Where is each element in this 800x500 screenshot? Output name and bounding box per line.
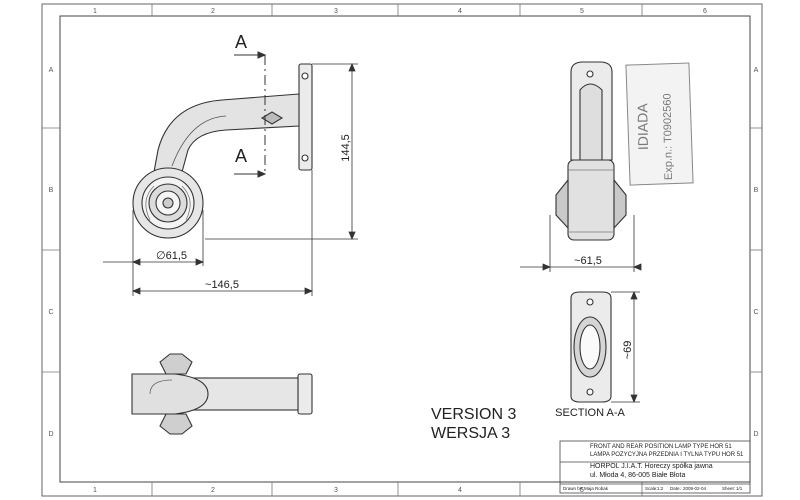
col-label-bottom-3: 3 (334, 487, 338, 494)
row-label-right-c: C (753, 309, 758, 316)
dim-side-width: ~61,5 (574, 255, 602, 267)
col-label-top-6: 6 (703, 8, 707, 15)
drawn-by-value: Maja Robak (584, 486, 609, 491)
col-label-bottom-5: 5 (580, 487, 584, 494)
company-address: ul. Młoda 4, 86-005 Białe Błota (590, 472, 686, 479)
col-label-top-2: 2 (211, 8, 215, 15)
dim-section-height: ~69 (622, 341, 634, 360)
col-label-bottom-1: 1 (93, 487, 97, 494)
col-label-top-3: 3 (334, 8, 338, 15)
row-label-left-a: A (49, 67, 54, 74)
col-label-top-5: 5 (580, 8, 584, 15)
zone-ticks (42, 4, 762, 496)
section-marker-bottom: A (235, 146, 247, 166)
version-en: VERSION 3 (431, 406, 517, 423)
dim-overall-width: ~146,5 (205, 279, 239, 291)
top-view (131, 353, 313, 435)
col-label-top-4: 4 (458, 8, 462, 15)
side-view (555, 61, 627, 241)
section-dimension-lines (611, 290, 640, 404)
company-name: HORPOL J.I.A.T. Horeczy spółka jawna (590, 463, 713, 470)
row-label-right-a: A (754, 67, 759, 74)
section-markers (234, 51, 267, 178)
drawn-by-label: Drawn by: (563, 486, 584, 491)
title-block-frame (559, 440, 751, 494)
row-label-left-c: C (48, 309, 53, 316)
section-view (570, 291, 612, 403)
title-pl: LAMPA POZYCYJNA PRZEDNIA I TYLNA TYPU HO… (590, 452, 744, 458)
row-label-left-b: B (49, 187, 54, 194)
title-en: FRONT AND REAR POSITION LAMP TYPE HOR 51 (590, 444, 732, 450)
section-marker-top: A (235, 32, 247, 52)
side-dimension-lines (520, 215, 642, 272)
stamp-line-1: IDIADA (634, 103, 651, 151)
date-value: 2009-02-04 (683, 486, 707, 491)
col-label-top-1: 1 (93, 8, 97, 15)
sheet-label: Sheet: (722, 486, 736, 491)
front-dimension-lines (103, 62, 358, 296)
section-label: SECTION A-A (555, 407, 625, 419)
scale-label: Scale: (645, 486, 658, 491)
idiada-stamp (625, 62, 694, 186)
front-view (132, 63, 313, 239)
scale-value: 1:2 (657, 486, 664, 491)
date-label: Date: (670, 486, 681, 491)
row-label-left-d: D (48, 431, 53, 438)
dim-height: 144,5 (340, 134, 352, 162)
row-label-right-b: B (754, 187, 759, 194)
sheet-value: 1/1 (736, 486, 743, 491)
col-label-bottom-4: 4 (458, 487, 462, 494)
row-label-right-d: D (753, 431, 758, 438)
inner-border (59, 15, 751, 483)
version-pl: WERSJA 3 (431, 425, 511, 442)
col-label-bottom-2: 2 (211, 487, 215, 494)
stamp-line-2: Exp.n.: T0902560 (661, 93, 675, 180)
dim-diameter: ∅61,5 (156, 250, 187, 262)
